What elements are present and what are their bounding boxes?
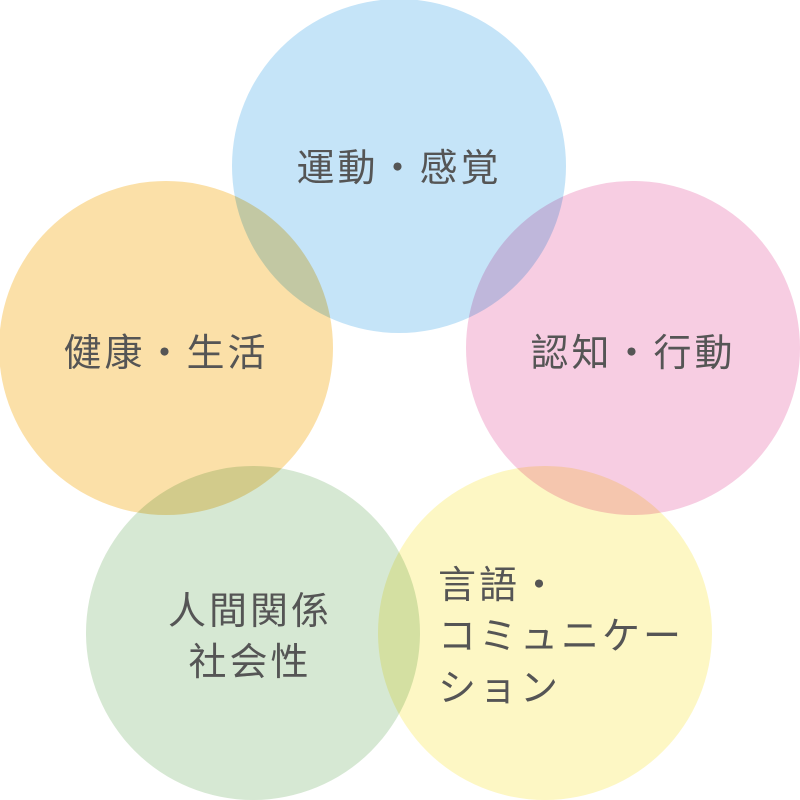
label-language-line-2: コミュニケー bbox=[438, 614, 685, 659]
label-health-life-line-1: 健康・生活 bbox=[63, 331, 269, 375]
label-cognition-behavior-line-1: 認知・行動 bbox=[530, 331, 736, 375]
label-motor-sensory-line-1: 運動・感覚 bbox=[296, 146, 502, 190]
label-relationships-social: 人間関係 社会性 bbox=[168, 586, 332, 689]
label-relationships-line-1: 人間関係 bbox=[167, 589, 333, 633]
circle-cognition-behavior bbox=[466, 181, 800, 515]
label-language-line-1: 言語・ bbox=[438, 563, 562, 607]
label-language-communication: 言語・ コミュニケー ション bbox=[438, 560, 684, 714]
label-relationships-line-2: 社会性 bbox=[188, 640, 312, 685]
label-cognition-behavior: 認知・行動 bbox=[530, 328, 735, 379]
label-language-line-3: ション bbox=[438, 665, 562, 710]
circle-relationships-social bbox=[86, 466, 420, 800]
label-health-life: 健康・生活 bbox=[63, 328, 268, 379]
circle-health-life bbox=[0, 181, 333, 515]
label-motor-sensory: 運動・感覚 bbox=[296, 143, 501, 194]
circle-motor-sensory bbox=[232, 0, 566, 333]
circle-language-communication bbox=[378, 466, 712, 800]
